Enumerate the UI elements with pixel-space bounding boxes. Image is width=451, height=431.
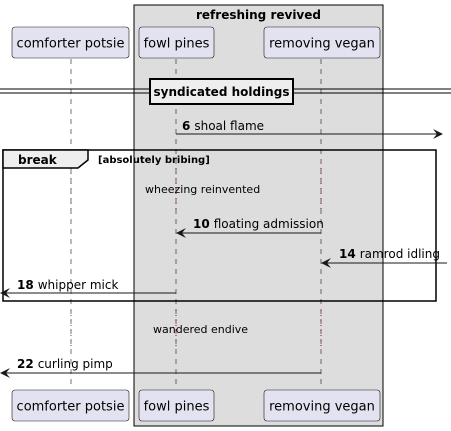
participant-label: fowl pines [144, 400, 210, 415]
group-title: refreshing revived [196, 8, 321, 22]
divider-box [149, 78, 294, 105]
participant-label: fowl pines [144, 37, 210, 52]
divider: syndicated holdings [0, 78, 451, 105]
participant-label: comforter potsie [17, 37, 125, 52]
participant-fowl-pines-top[interactable]: fowl pines [138, 26, 215, 59]
participant-comforter-potsie-bottom[interactable]: comforter potsie [11, 389, 130, 422]
participant-comforter-potsie-top[interactable]: comforter potsie [11, 26, 130, 59]
divider-label: syndicated holdings [154, 85, 290, 99]
participant-label: removing vegan [269, 37, 375, 52]
break-fragment-tab [2, 149, 89, 169]
break-condition: [absolutely bribing] [98, 155, 210, 166]
participant-fowl-pines-bottom[interactable]: fowl pines [138, 389, 215, 422]
break-keyword: break [18, 153, 58, 167]
participant-label: comforter potsie [17, 400, 125, 415]
delay-wheezing-reinvented: wheezing reinvented [145, 183, 260, 196]
delay-wandered-endive: wandered endive [153, 323, 248, 336]
participant-removing-vegan-bottom[interactable]: removing vegan [263, 389, 381, 422]
break-fragment-frame [2, 149, 437, 302]
participant-removing-vegan-top[interactable]: removing vegan [263, 26, 381, 59]
break-fragment: break [absolutely bribing] [2, 149, 437, 302]
participant-label: removing vegan [269, 400, 375, 415]
group-box [133, 4, 384, 427]
